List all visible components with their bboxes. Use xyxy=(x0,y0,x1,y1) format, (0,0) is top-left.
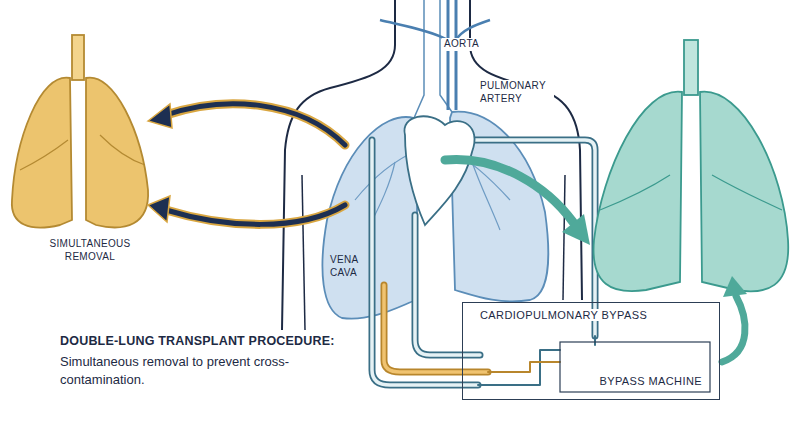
removal-arrows-part xyxy=(166,205,345,224)
removal-arrows-part xyxy=(166,104,345,145)
bypass-tubes-part xyxy=(594,336,596,345)
donor-lungs xyxy=(594,40,789,291)
donor-lungs-part xyxy=(600,175,782,210)
aorta-part xyxy=(380,20,448,40)
bypass-machine-box: CARDIOPULMONARY BYPASS BYPASS MACHINE xyxy=(462,302,720,400)
implant-arrows-part xyxy=(722,296,745,362)
removed-lungs-part xyxy=(12,78,72,228)
body-outline-part xyxy=(563,175,565,300)
bypass-tubes-part xyxy=(488,362,560,372)
bypass-tubes-part xyxy=(415,215,480,355)
implant-arrows xyxy=(445,159,747,362)
implant-arrows-part xyxy=(723,276,747,297)
removed-lungs-part xyxy=(20,135,145,170)
body-outline xyxy=(282,0,582,330)
aorta-part xyxy=(456,20,490,40)
implant-arrows-part xyxy=(562,214,590,245)
bypass-tubes-part xyxy=(415,215,480,355)
removed-lungs xyxy=(12,35,148,228)
box-heading: CARDIOPULMONARY BYPASS xyxy=(477,309,650,321)
part-label: PULMONARY ARTERY xyxy=(478,80,554,105)
trachea xyxy=(414,0,452,118)
aorta xyxy=(380,0,490,110)
bypass-tubes-part xyxy=(466,140,595,336)
removal-arrows-part xyxy=(166,104,345,145)
diagram-caption: Simultaneous removal to prevent cross-co… xyxy=(60,353,310,389)
diagram-title: DOUBLE-LUNG TRANSPLANT PROCEDURE: xyxy=(60,334,335,348)
removed-lungs-part xyxy=(72,35,84,80)
donor-lungs-part xyxy=(684,40,698,95)
implant-arrows-part xyxy=(445,159,573,222)
bypass-tubes xyxy=(372,140,595,385)
part-label: AORTA xyxy=(442,38,481,51)
box-label: BYPASS MACHINE xyxy=(596,375,705,387)
aorta-part xyxy=(455,0,458,110)
donor-lungs-part xyxy=(594,92,682,291)
aorta-part xyxy=(447,0,450,110)
part-label: VENA CAVA xyxy=(328,254,368,279)
bypass-tubes-part xyxy=(466,140,595,336)
removal-arrows-part xyxy=(148,104,172,128)
bypass-tubes-part xyxy=(384,285,488,372)
heart xyxy=(404,116,474,225)
removal-arrows xyxy=(148,104,345,225)
bypass-tubes-part xyxy=(384,285,488,372)
machine-unit xyxy=(560,342,710,392)
part-label: SIMULTANEOUS REMOVAL xyxy=(28,238,152,263)
removed-lungs-part xyxy=(86,78,148,228)
body-outline-part xyxy=(302,175,305,330)
trachea-part xyxy=(414,0,452,118)
patient-lungs-part-part xyxy=(472,162,500,230)
bypass-tubes-part xyxy=(478,350,560,385)
removal-arrows-part xyxy=(148,196,170,222)
removal-arrows-part xyxy=(166,205,345,224)
